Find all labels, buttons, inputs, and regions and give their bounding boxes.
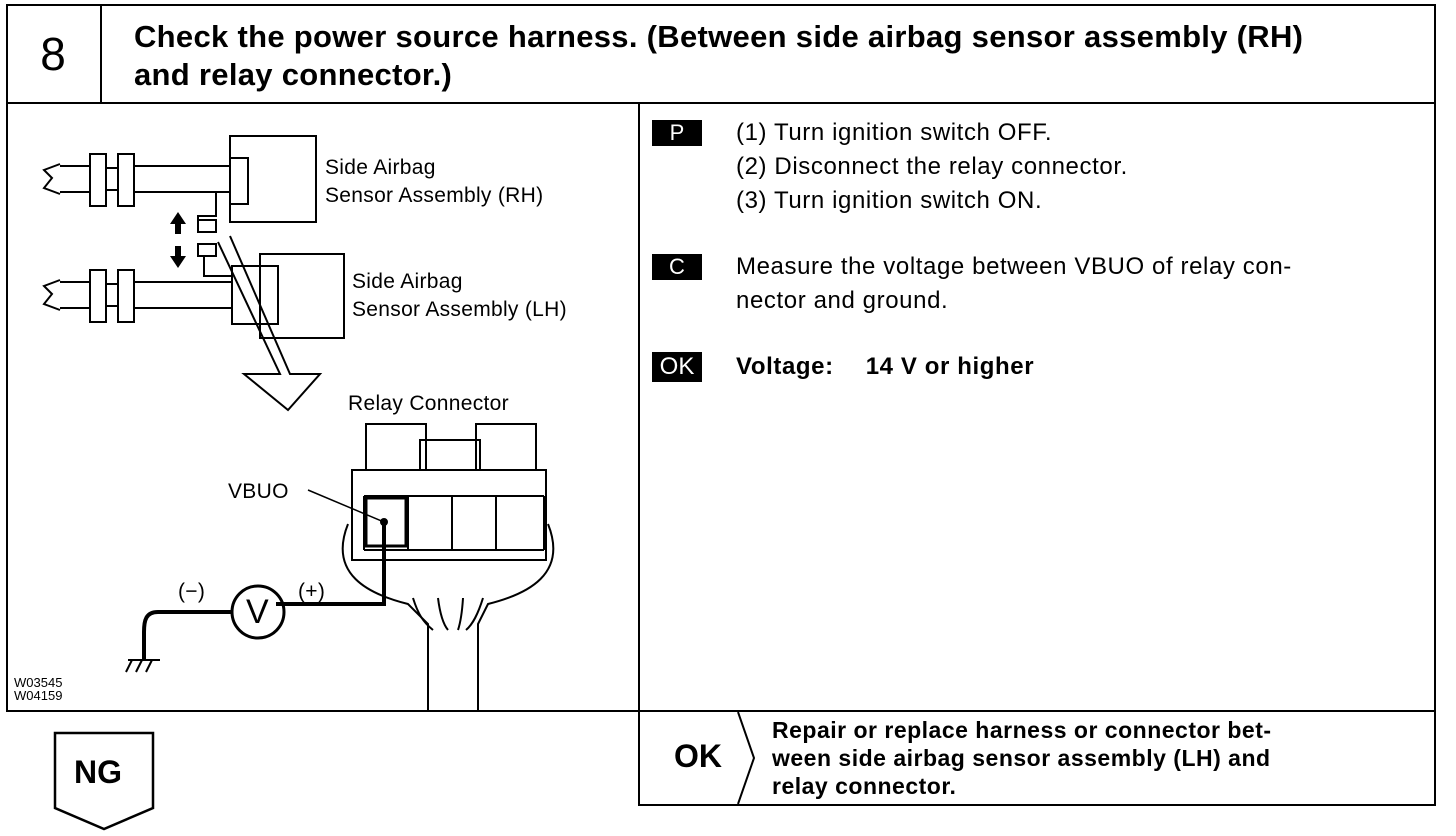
- check-instruction: Measure the voltage between VBUO of rela…: [736, 250, 1292, 318]
- spec-label: Voltage:: [736, 353, 834, 380]
- figure-code-2: W04159: [14, 688, 63, 703]
- ng-result-shape: [53, 731, 155, 831]
- lh-sensor-assembly: [259, 253, 345, 339]
- step-number: 8: [40, 28, 66, 80]
- plus-probe-label: (+): [298, 580, 326, 603]
- lh-sensor-label-line1: Side Airbag: [352, 270, 463, 293]
- ok-result-line-1: Repair or replace harness or connector b…: [772, 717, 1272, 743]
- ok-result-line-3: relay connector.: [772, 773, 957, 799]
- lh-test-terminal: [197, 243, 217, 257]
- lh-sensor-label: Side Airbag Sensor Assembly (LH): [352, 268, 567, 324]
- rh-connector-plug: [89, 153, 107, 207]
- relay-connector-tab-2: [475, 423, 537, 471]
- lh-sensor-connector: [231, 265, 279, 325]
- rh-harness-cut-end: [42, 163, 61, 195]
- step-title-line1: Check the power source harness. (Between…: [134, 19, 1304, 54]
- check-line-1: Measure the voltage between VBUO of rela…: [736, 253, 1292, 280]
- rh-test-terminal: [197, 219, 217, 233]
- rh-sensor-connector: [229, 157, 249, 205]
- ok-result-line-2: ween side airbag sensor assembly (LH) an…: [772, 745, 1271, 771]
- ok-result-label: OK: [674, 738, 722, 774]
- vbuo-label: VBUO: [228, 480, 289, 503]
- step-number-divider: [100, 4, 102, 104]
- minus-probe-label: (−): [178, 580, 206, 603]
- step-title-line2: and relay connector.): [134, 57, 453, 92]
- relay-connector-latch: [419, 439, 481, 471]
- prep-tag: P: [652, 120, 702, 146]
- relay-connector-tab: [365, 423, 427, 471]
- rh-sensor-label-line1: Side Airbag: [325, 156, 436, 179]
- rh-sensor-label: Side Airbag Sensor Assembly (RH): [325, 154, 543, 210]
- down-arrow-icon: [170, 246, 186, 268]
- pointer-arrow: [217, 235, 323, 412]
- figure-code: W03545 W04159: [14, 676, 62, 702]
- lh-connector-plug: [89, 269, 107, 323]
- ok-result-box: [638, 710, 1436, 806]
- prep-step-1: (1) Turn ignition switch OFF.: [736, 119, 1053, 146]
- check-line-2: nector and ground.: [736, 287, 949, 314]
- step-title: Check the power source harness. (Between…: [134, 18, 1424, 94]
- prep-step-3: (3) Turn ignition switch ON.: [736, 187, 1043, 214]
- ok-chevron-divider: [737, 712, 756, 804]
- relay-connector-label: Relay Connector: [348, 392, 509, 415]
- relay-wire-bundle: [341, 523, 555, 710]
- lh-connector-plug-2: [117, 269, 135, 323]
- prep-step-2: (2) Disconnect the relay connector.: [736, 153, 1128, 180]
- prep-steps: (1) Turn ignition switch OFF. (2) Discon…: [736, 116, 1128, 218]
- spec-tag: OK: [652, 352, 702, 382]
- spec-value: 14 V or higher: [865, 353, 1035, 380]
- rh-sensor-assembly: [229, 135, 317, 223]
- voltmeter-label: V: [246, 593, 269, 631]
- wiring-diagram: [42, 135, 555, 710]
- lh-sensor-label-line2: Sensor Assembly (LH): [352, 298, 567, 321]
- ok-result-text: Repair or replace harness or connector b…: [772, 716, 1402, 800]
- lh-harness-cut-end: [42, 279, 61, 311]
- ng-result-label: NG: [74, 754, 122, 790]
- check-tag: C: [652, 254, 702, 280]
- spec-line: Voltage: 14 V or higher: [736, 350, 1034, 384]
- rh-connector-plug-2: [117, 153, 135, 207]
- rh-sensor-label-line2: Sensor Assembly (RH): [325, 184, 544, 207]
- up-arrow-icon: [170, 212, 186, 234]
- figure-code-1: W03545: [14, 675, 63, 690]
